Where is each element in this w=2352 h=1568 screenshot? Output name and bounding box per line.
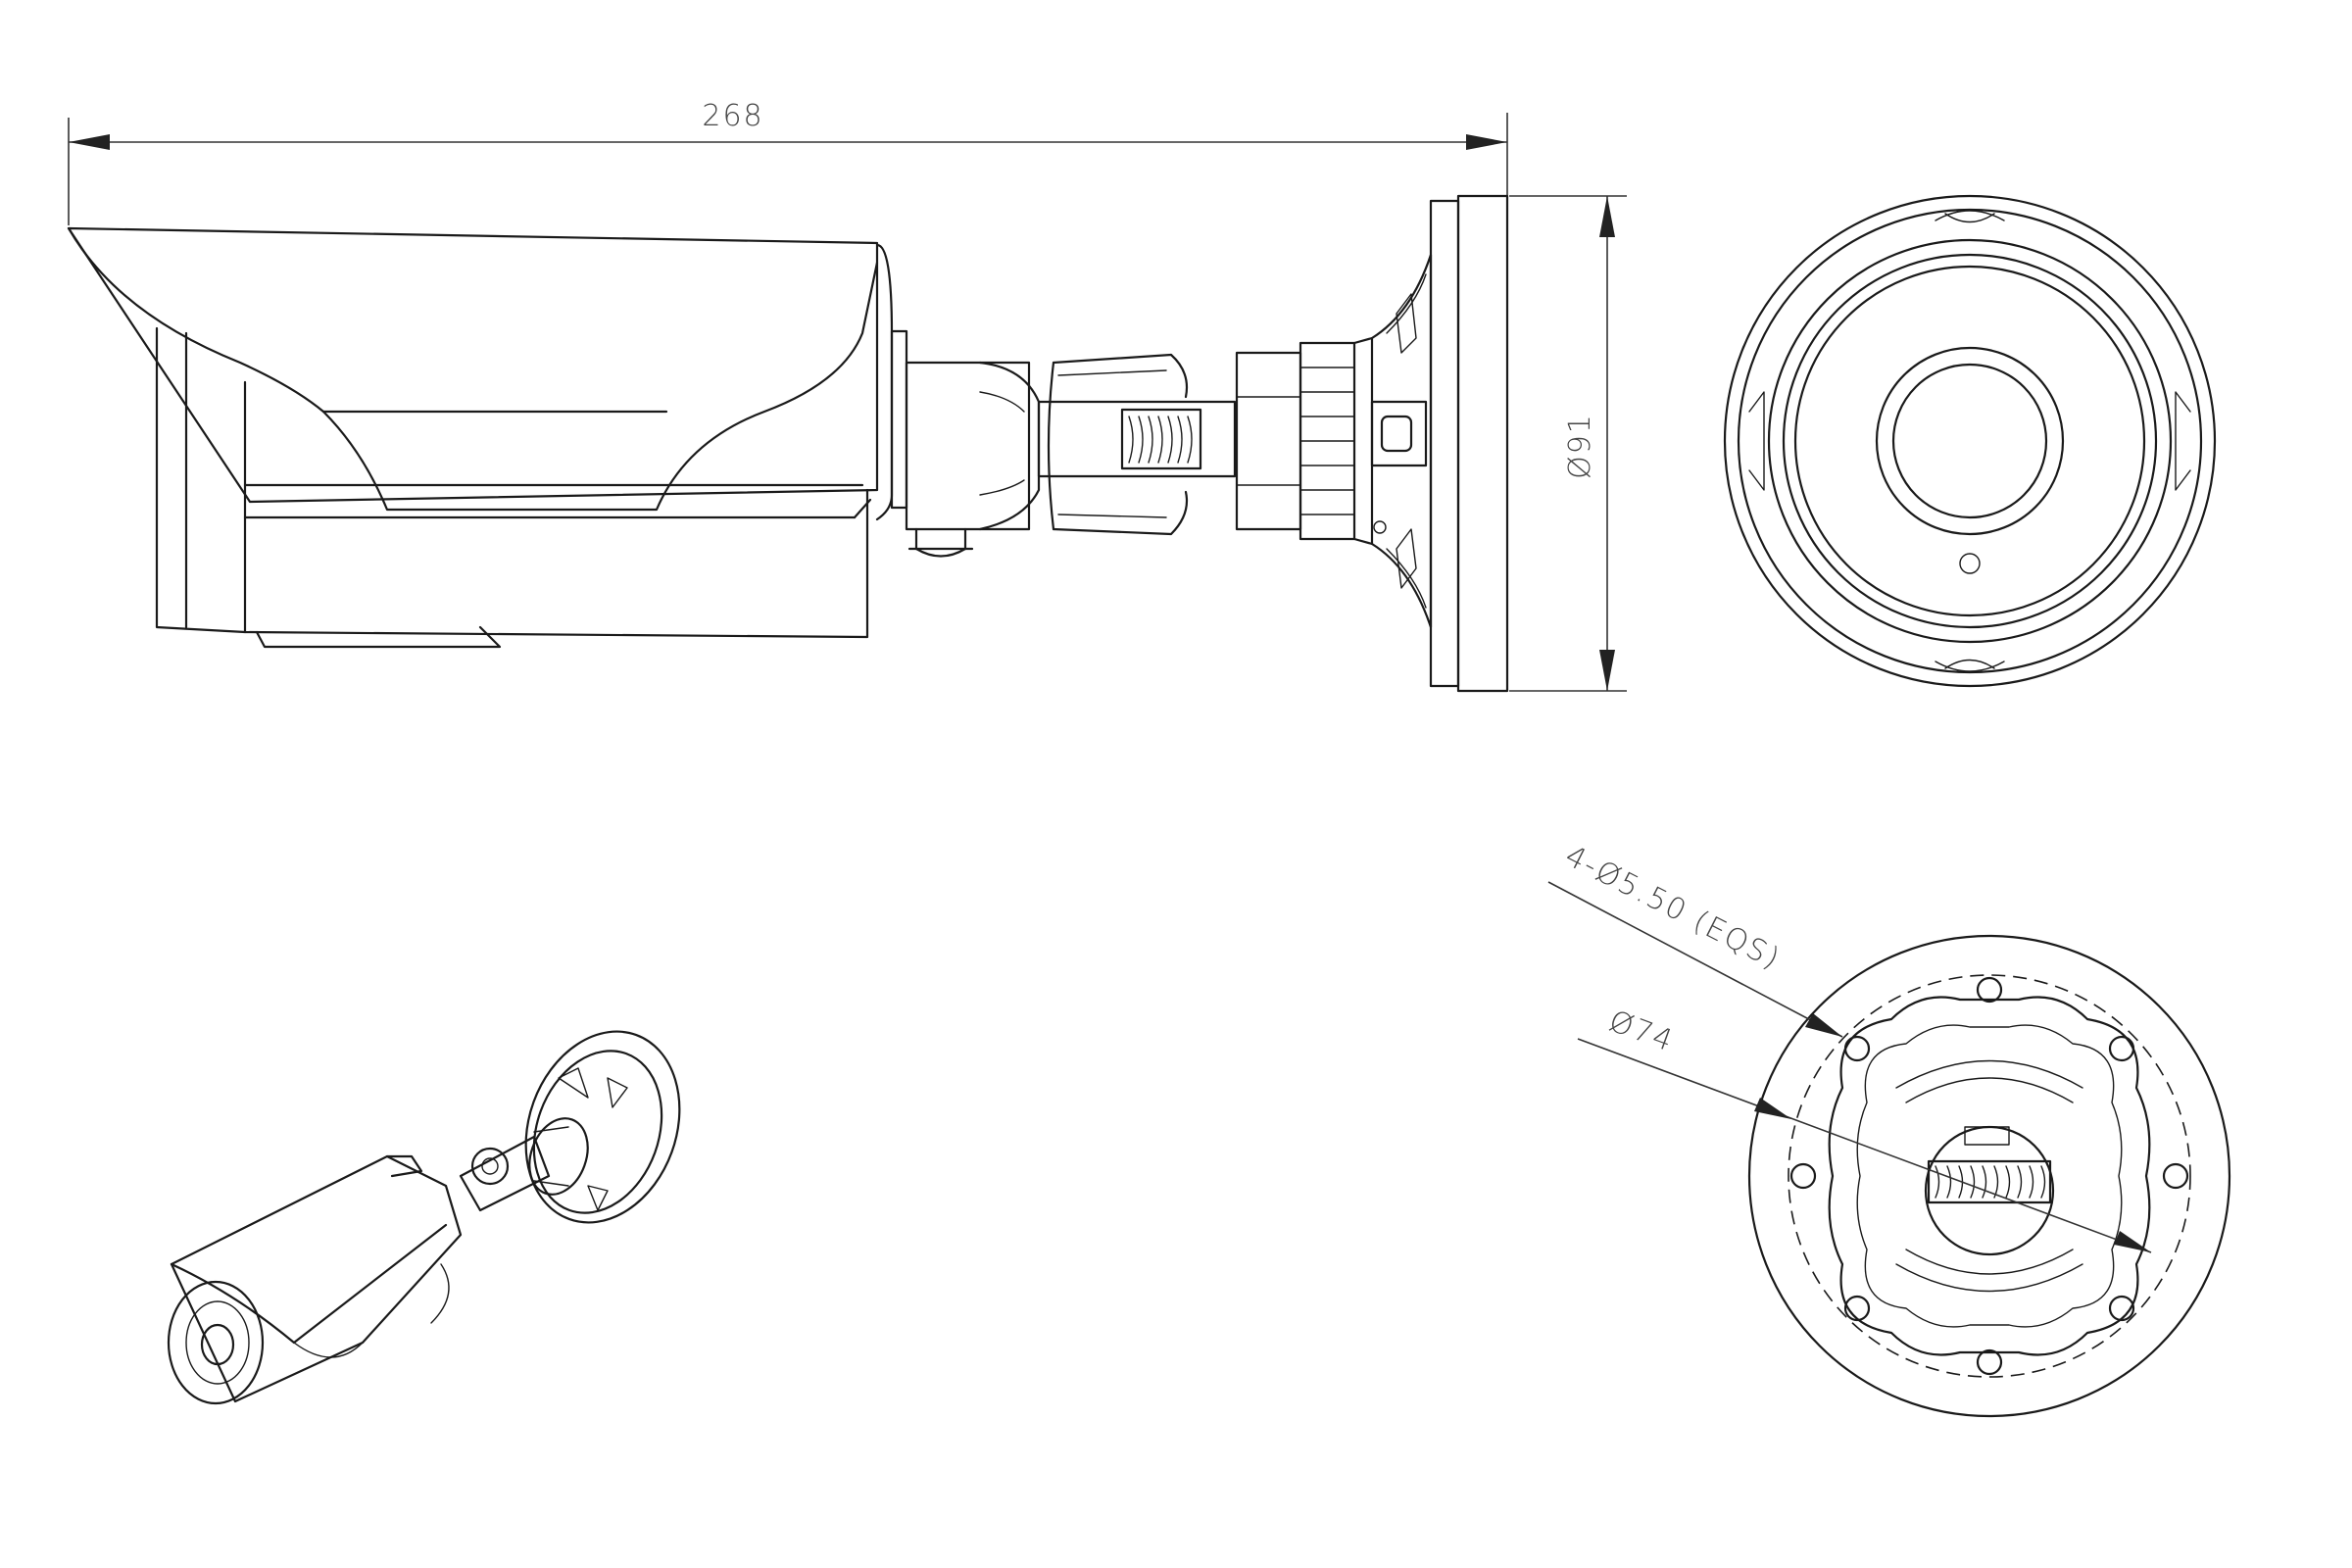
length-dimension-label: 268 [702,99,763,133]
locking-ring [1235,336,1374,546]
bolt-circle-callout: Ø74 [1577,1004,2152,1253]
isometric-view [167,1030,681,1405]
side-view: 268 [67,99,1627,693]
screw-thread [1120,408,1202,470]
bolt-circle-label: Ø74 [1604,1004,1679,1059]
base-thread [1927,1159,2052,1204]
mounting-holes [1789,976,2189,1376]
diameter-dimension-label: Ø91 [1563,413,1597,479]
base-view: 4-Ø5.50 (EQS) Ø74 [1547,839,2231,1418]
hole-callout: 4-Ø5.50 (EQS) [1547,839,1843,1038]
front-view [1723,194,2217,688]
camera-housing [67,226,908,649]
wall-base [1370,194,1509,693]
length-dimension: 268 [68,99,1508,225]
hole-callout-label: 4-Ø5.50 (EQS) [1559,839,1786,977]
mounting-arm [905,353,1237,558]
diameter-dimension: Ø91 [1509,195,1627,692]
